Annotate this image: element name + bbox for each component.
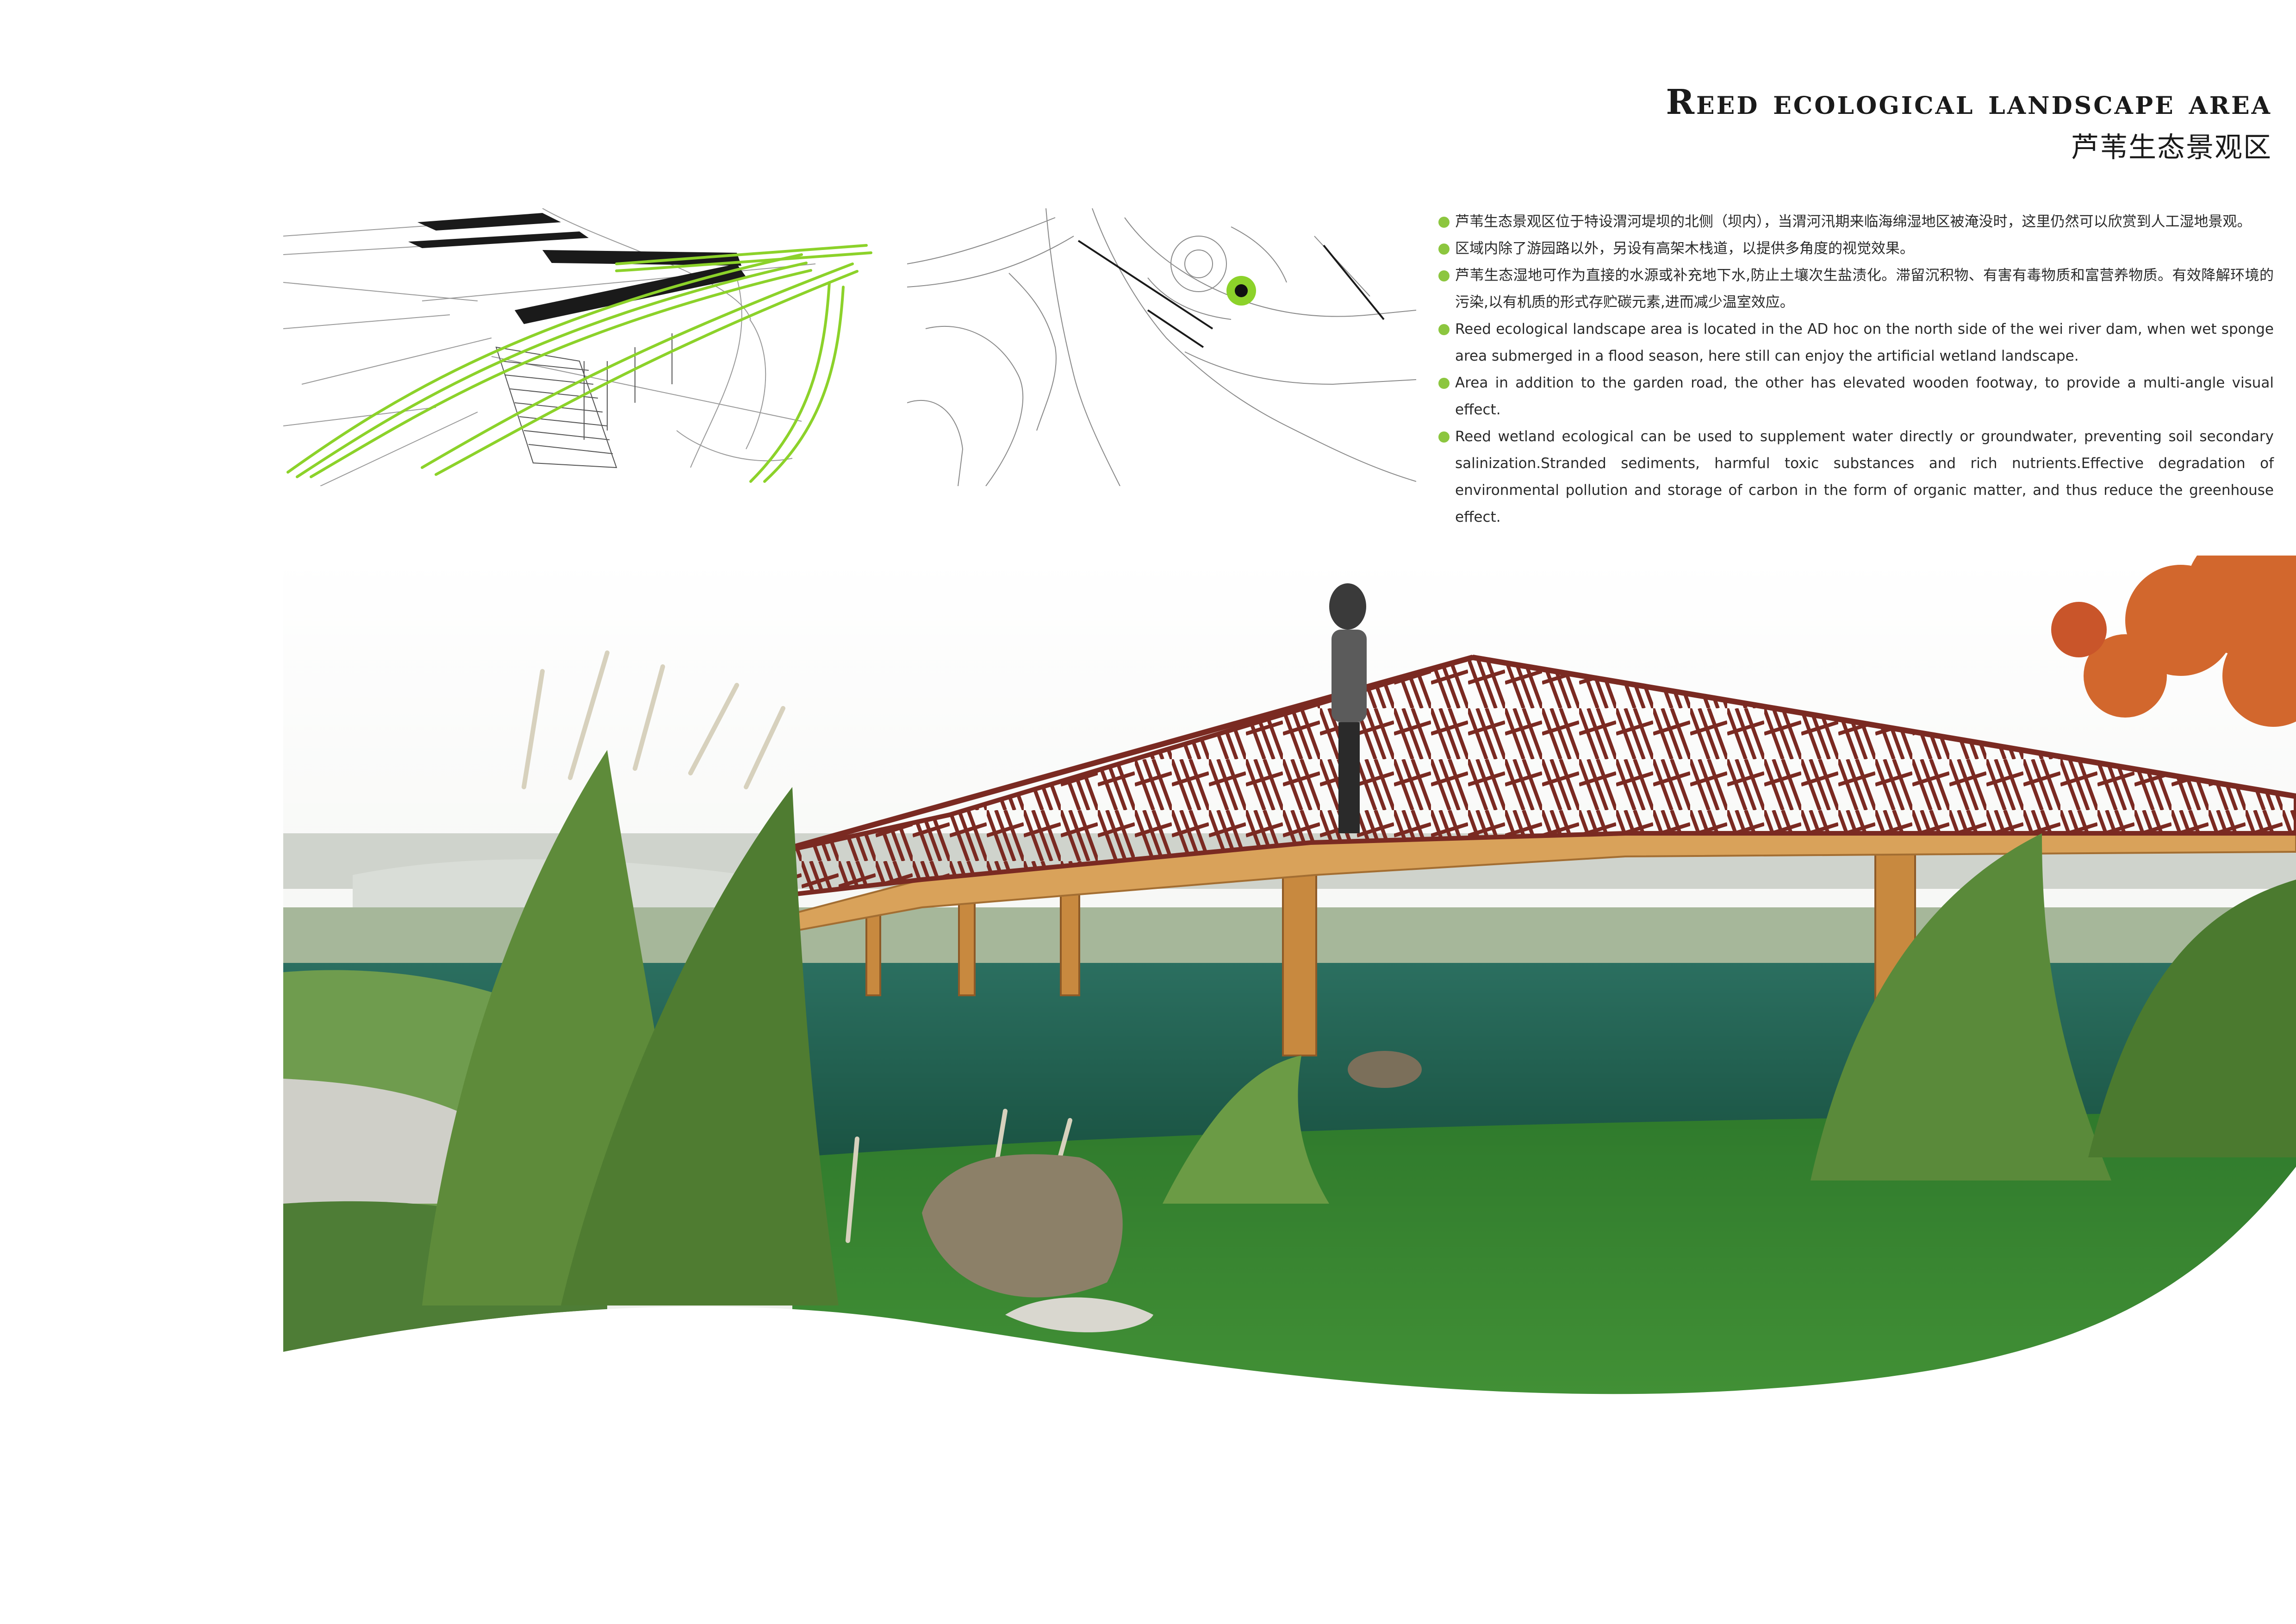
bullet-icon [1438, 431, 1450, 443]
page-subtitle: 芦苇生态景观区 [2071, 131, 2272, 164]
description-text: Area in addition to the garden road, the… [1455, 375, 2274, 418]
description-item: Area in addition to the garden road, the… [1438, 369, 2274, 423]
description-list: 芦苇生态景观区位于特设渭河堤坝的北侧（坝内），当渭河汛期来临海绵湿地区被淹没时，… [1438, 208, 2274, 531]
description-text: 芦苇生态湿地可作为直接的水源或补充地下水,防止土壤次生盐渍化。滞留沉积物、有害有… [1455, 267, 2274, 311]
person-figure [1329, 583, 1367, 833]
description-text: 区域内除了游园路以外，另设有高架木栈道，以提供多角度的视觉效果。 [1455, 240, 1914, 257]
bullet-icon [1438, 324, 1450, 335]
description-text: 芦苇生态景观区位于特设渭河堤坝的北侧（坝内），当渭河汛期来临海绵湿地区被淹没时，… [1455, 213, 2252, 230]
site-plan-locator [907, 208, 1416, 486]
description-item: 芦苇生态湿地可作为直接的水源或补充地下水,防止土壤次生盐渍化。滞留沉积物、有害有… [1438, 262, 2274, 316]
description-item: Reed wetland ecological can be used to s… [1438, 423, 2274, 531]
description-item: 芦苇生态景观区位于特设渭河堤坝的北侧（坝内），当渭河汛期来临海绵湿地区被淹没时，… [1438, 208, 2274, 235]
bullet-icon [1438, 378, 1450, 389]
bridge-perspective-sketch [283, 208, 889, 486]
bullet-icon [1438, 217, 1450, 228]
bullet-icon [1438, 244, 1450, 255]
description-item: Reed ecological landscape area is locate… [1438, 316, 2274, 369]
description-text: Reed ecological landscape area is locate… [1455, 321, 2274, 364]
description-text: Reed wetland ecological can be used to s… [1455, 428, 2274, 525]
reed-wetland-bridge-rendering [283, 556, 2296, 1523]
page-title: Reed ecological landscape area [1666, 82, 2272, 122]
title-block: Reed ecological landscape area 芦苇生态景观区 [1666, 82, 2272, 165]
bullet-icon [1438, 270, 1450, 281]
description-item: 区域内除了游园路以外，另设有高架木栈道，以提供多角度的视觉效果。 [1438, 235, 2274, 262]
